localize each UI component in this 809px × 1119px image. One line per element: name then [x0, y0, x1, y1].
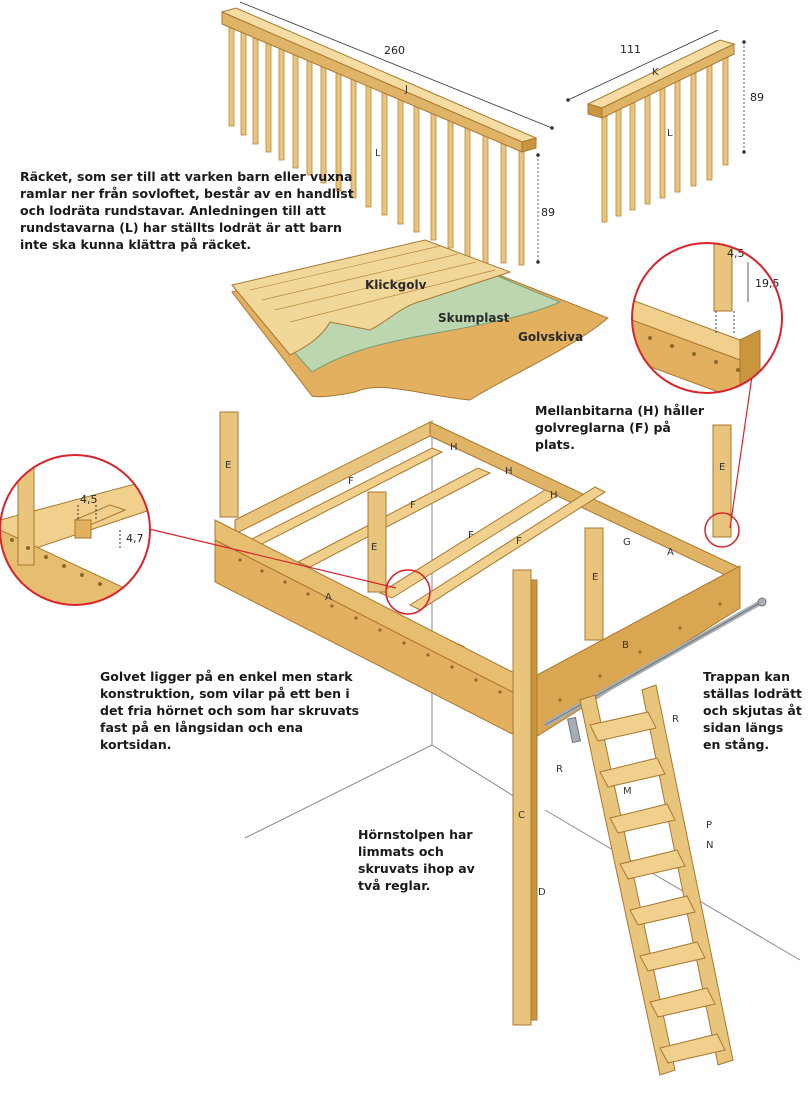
caption-railing: Räcket, som ser till att varken barn ell…: [20, 169, 354, 252]
caption-ladder: Trappan kan ställas lodrätt och skjutas …: [703, 669, 803, 752]
layer-middle: Skumplast: [438, 311, 510, 325]
layer-top: Klickgolv: [365, 278, 427, 292]
label-f-1: F: [348, 476, 354, 487]
label-m: M: [623, 786, 632, 797]
detail-callout-left: 4,5 4,7: [0, 454, 431, 615]
label-h-2: H: [505, 466, 513, 477]
label-k: K: [652, 67, 659, 78]
dim-rail-height-long: 89: [541, 206, 555, 219]
label-e-3: E: [592, 572, 598, 583]
label-h-1: H: [450, 442, 458, 453]
label-c: C: [518, 810, 525, 821]
label-f-4: F: [516, 536, 522, 547]
ladder: R R M P N: [543, 597, 767, 1076]
label-e-4: E: [719, 462, 725, 473]
label-p: P: [706, 820, 712, 831]
long-railing: 260 89 J L: [220, 1, 555, 266]
label-f-2: F: [410, 500, 416, 511]
label-l-long: L: [375, 148, 381, 159]
detail-callout-right: 4,5 19,5: [631, 242, 783, 548]
label-r-2: R: [556, 764, 563, 775]
detail-right-depth: 19,5: [755, 277, 780, 290]
floor-layers: Klickgolv Skumplast Golvskiva: [231, 239, 609, 401]
label-d: D: [538, 887, 546, 898]
label-l-short: L: [667, 128, 673, 139]
caption-post: Hörnstolpen har limmats och skruvats iho…: [358, 827, 475, 893]
label-e-2: E: [371, 542, 377, 553]
loft-frame: E E E E F F F F H H H G A A B C D: [214, 411, 741, 1026]
layer-bottom: Golvskiva: [518, 330, 583, 344]
dim-rail-long: 260: [384, 44, 405, 57]
label-g: G: [623, 537, 631, 548]
label-h-3: H: [550, 490, 558, 501]
dim-rail-short: 111: [620, 43, 641, 56]
label-j: J: [404, 84, 408, 95]
label-a-1: A: [667, 547, 674, 558]
caption-spacers: Mellanbitarna (H) håller golvreglarna (F…: [535, 403, 705, 452]
label-r-1: R: [672, 714, 679, 725]
caption-floor: Golvet ligger på en enkel men stark kons…: [100, 669, 360, 752]
dim-rail-height-short: 89: [750, 91, 764, 104]
detail-left-width: 4,5: [80, 493, 98, 506]
label-e-1: E: [225, 460, 231, 471]
label-f-3: F: [468, 530, 474, 541]
label-b: B: [622, 640, 629, 651]
short-railing: 111 89 K L: [566, 29, 764, 223]
detail-left-height: 4,7: [126, 532, 144, 545]
label-n: N: [706, 840, 713, 851]
label-a-2: A: [325, 592, 332, 603]
